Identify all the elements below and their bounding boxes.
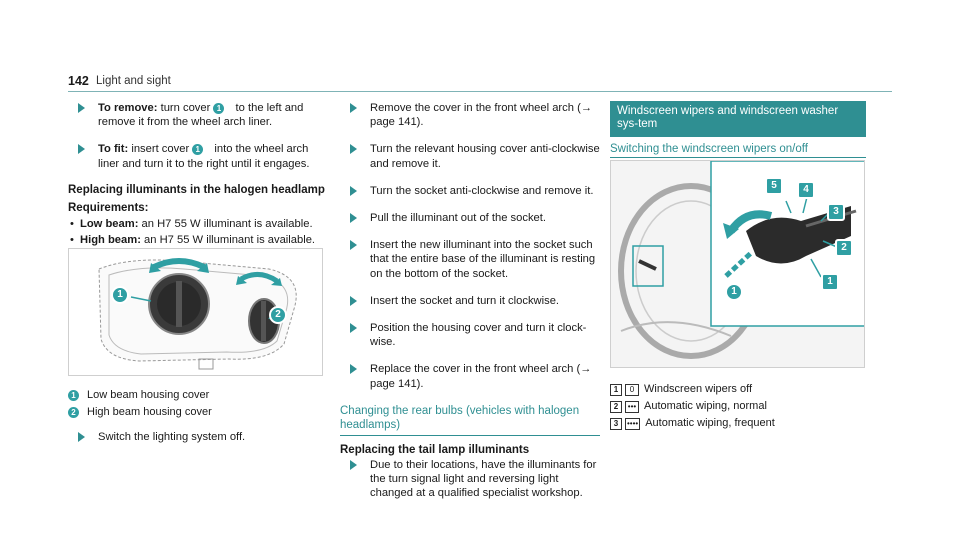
arrow-icon xyxy=(350,185,357,196)
arrow-icon xyxy=(350,240,357,251)
arrow-icon xyxy=(78,103,85,113)
subsection-heading: Switching the windscreen wipers on/off xyxy=(610,143,866,158)
subheading: Replacing the tail lamp illuminants xyxy=(340,443,530,456)
callout-4: 4 xyxy=(797,181,815,199)
callout-1-round: 1 xyxy=(725,283,743,301)
step: Turn the socket anti-clockwise and remov… xyxy=(340,184,600,198)
step-text: Insert the new illuminant into the socke… xyxy=(370,239,596,280)
legend-headlamp: 1 Low beam housing cover 2 High beam housi… xyxy=(68,387,212,421)
section-heading-rear-bulbs: Changing the rear bulbs (vehicles with h… xyxy=(340,404,600,436)
req-label: High beam: xyxy=(80,233,141,246)
step-remove: To remove: turn cover 1 to the left and … xyxy=(68,101,328,129)
step-text: into the wheel arch liner and turn it to… xyxy=(98,143,310,170)
section-banner: Windscreen wipers and windscreen washer … xyxy=(610,101,866,137)
wiper-illustration xyxy=(611,161,864,367)
arrow-icon xyxy=(350,323,357,334)
step-fit: To fit: insert cover 1 into the wheel ar… xyxy=(68,142,328,170)
legend-item: 3•••• Automatic wiping, frequent xyxy=(610,415,775,432)
step-text: Turn the socket anti-clockwise and remov… xyxy=(370,184,594,197)
step-text: Replace the cover in the front wheel arc… xyxy=(370,363,592,390)
legend-item: 2••• Automatic wiping, normal xyxy=(610,398,775,415)
step: Insert the new illuminant into the socke… xyxy=(340,238,600,281)
section-title: Light and sight xyxy=(96,75,171,87)
step-text: Switch the lighting system off. xyxy=(98,431,246,443)
column-right: Windscreen wipers and windscreen washer … xyxy=(610,101,866,158)
requirements-label: Requirements: xyxy=(68,201,149,214)
step-text: to the left and remove it from the wheel… xyxy=(98,102,304,129)
callout-3: 3 xyxy=(827,203,845,221)
step: Turn the relevant housing cover anti-clo… xyxy=(340,142,600,170)
callout-badge: 1 xyxy=(192,144,204,156)
step-text: Pull the illuminant out of the socket. xyxy=(370,212,546,225)
step: Position the housing cover and turn it c… xyxy=(340,321,600,349)
column-middle: Remove the cover in the front wheel arch… xyxy=(340,101,600,513)
page-header: 142 Light and sight xyxy=(68,72,892,92)
legend-num: 2 xyxy=(610,400,622,413)
wiper-symbol: ••• xyxy=(625,400,639,413)
legend-text: Windscreen wipers off xyxy=(644,383,753,395)
legend-text: Automatic wiping, frequent xyxy=(645,417,775,429)
step: Insert the socket and turn it clockwise. xyxy=(340,294,600,308)
subheading: Replacing illuminants in the halogen hea… xyxy=(68,183,325,196)
wiper-symbol: •••• xyxy=(625,417,641,430)
step-text: Insert the socket and turn it clockwise. xyxy=(370,294,560,307)
step: Due to their locations, have the illumin… xyxy=(340,458,600,501)
req-text: an H7 55 W illuminant is available. xyxy=(138,217,313,230)
arrow-icon xyxy=(350,295,357,306)
legend-item: 2 High beam housing cover xyxy=(68,404,212,421)
step: Remove the cover in the front wheel arch… xyxy=(340,101,600,129)
callout-5: 5 xyxy=(765,177,783,195)
step-text: insert cover xyxy=(128,143,193,156)
callout-2: 2 xyxy=(835,239,853,257)
req-label: Low beam: xyxy=(80,217,139,230)
wiper-symbol: 0 xyxy=(625,383,639,396)
arrow-icon xyxy=(350,103,357,113)
requirement-item: Low beam: an H7 55 W illuminant is avail… xyxy=(68,216,328,232)
step-text: Turn the relevant housing cover anti-clo… xyxy=(370,143,600,170)
wiper-figure: 5 4 3 2 1 1 xyxy=(610,160,865,368)
column-left: To remove: turn cover 1 to the left and … xyxy=(68,101,328,248)
step-text: Position the housing cover and turn it c… xyxy=(370,322,587,349)
callout-1: 1 xyxy=(111,286,129,304)
callout-badge: 1 xyxy=(213,103,225,114)
legend-num: 1 xyxy=(68,390,79,401)
arrow-icon xyxy=(350,459,357,470)
headlamp-illustration xyxy=(98,258,297,370)
callout-2: 2 xyxy=(269,306,287,324)
step-switch-off: Switch the lighting system off. xyxy=(68,430,328,444)
headlamp-figure: 1 2 xyxy=(68,248,323,376)
step: Pull the illuminant out of the socket. xyxy=(340,211,600,225)
step-text: Due to their locations, have the illumin… xyxy=(370,458,597,500)
step-label: To remove: xyxy=(98,102,158,114)
arrow-icon xyxy=(78,432,85,442)
arrow-icon xyxy=(78,144,85,155)
arrow-icon xyxy=(350,144,357,155)
legend-text: Automatic wiping, normal xyxy=(644,400,767,412)
callout-1: 1 xyxy=(821,273,839,291)
legend-item: 1 Low beam housing cover xyxy=(68,387,212,404)
step-text: Remove the cover in the front wheel arch… xyxy=(370,102,592,129)
step: Replace the cover in the front wheel arc… xyxy=(340,362,600,390)
step-text: turn cover xyxy=(157,102,214,114)
legend-num: 3 xyxy=(610,417,622,430)
page-number: 142 xyxy=(68,74,89,88)
arrow-icon xyxy=(350,364,357,375)
req-text: an H7 55 W illuminant is available. xyxy=(140,233,316,246)
requirement-item: High beam: an H7 55 W illuminant is avai… xyxy=(68,232,328,248)
step-label: To fit: xyxy=(98,143,129,156)
legend-num: 1 xyxy=(610,383,622,396)
legend-num: 2 xyxy=(68,407,79,418)
legend-text: High beam housing cover xyxy=(87,406,212,418)
legend-text: Low beam housing cover xyxy=(87,389,210,401)
arrow-icon xyxy=(350,213,357,224)
